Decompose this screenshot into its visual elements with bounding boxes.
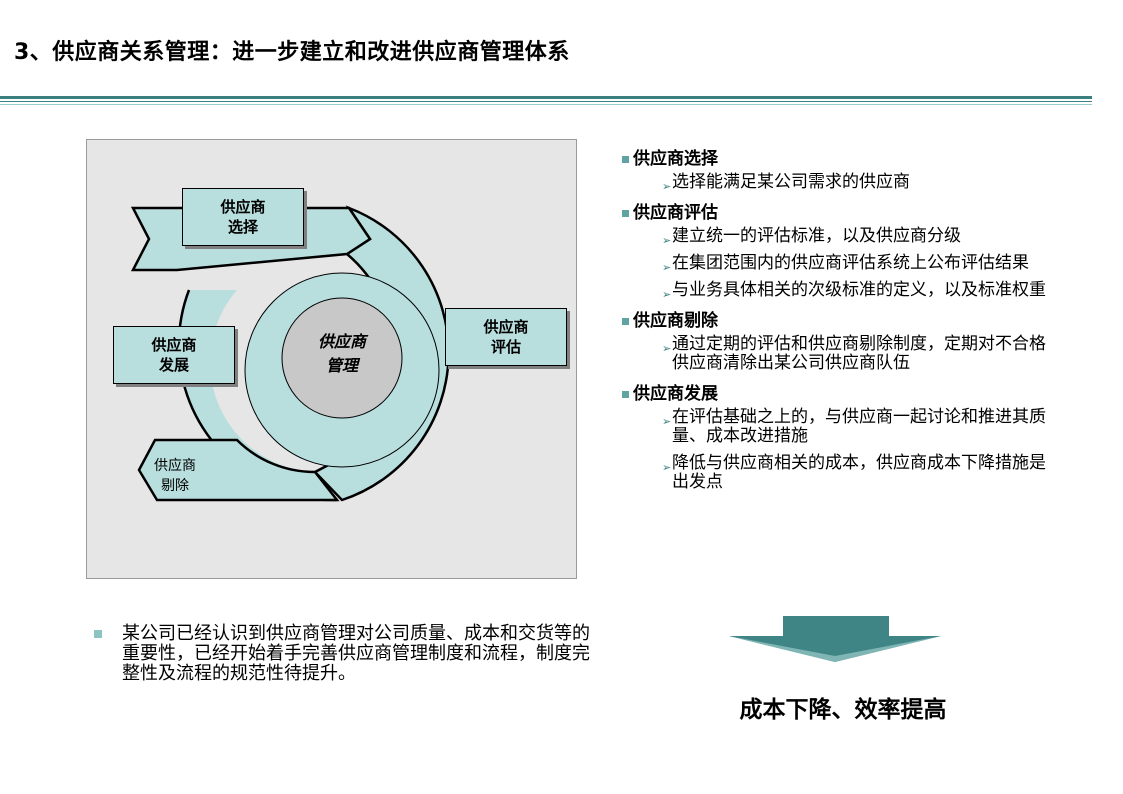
arrow-bullet-icon: ➢	[662, 261, 672, 274]
page-title: 3、供应商关系管理：进一步建立和改进供应商管理体系	[14, 40, 570, 65]
list-item: ➢选择能满足某公司需求的供应商	[662, 173, 1052, 194]
arrow-bullet-icon: ➢	[662, 180, 672, 193]
status-note: 某公司已经认识到供应商管理对公司质量、成本和交货等的重要性，已经开始着手完善供应…	[94, 624, 604, 684]
supplier-development-box: 供应商发展	[113, 326, 235, 384]
cycle-arrows	[130, 205, 450, 502]
elimination-arrow-band	[137, 438, 340, 502]
supplier-selection-box: 供应商选择	[182, 188, 304, 246]
section-heading: 供应商评估	[622, 200, 1052, 227]
center-label: 供应商 管理	[317, 332, 366, 375]
supplier-evaluation-box: 供应商评估	[445, 308, 567, 366]
section-heading: 供应商发展	[622, 381, 1052, 408]
supplier-management-list: 供应商选择 ➢选择能满足某公司需求的供应商 供应商评估 ➢建立统一的评估标准，以…	[622, 142, 1052, 500]
title-divider-thin	[0, 101, 1092, 102]
square-bullet-icon	[94, 630, 102, 638]
section-heading: 供应商选择	[622, 146, 1052, 173]
supplier-cycle-diagram: 供应商 管理 供应商选择 供应商评估 供应商发展 供应商 剔除	[86, 139, 577, 579]
title-divider-light	[0, 104, 1092, 105]
section-heading: 供应商剔除	[622, 308, 1052, 335]
center-disk	[281, 297, 403, 419]
arrow-bullet-icon: ➢	[662, 461, 672, 474]
list-item: ➢降低与供应商相关的成本，供应商成本下降措施是出发点	[662, 453, 1046, 492]
list-item: ➢与业务具体相关的次级标准的定义，以及标准权重	[662, 281, 1052, 302]
list-item: ➢在评估基础之上的，与供应商一起讨论和推进其质量、成本改进措施	[662, 407, 1046, 446]
arrow-bullet-icon: ➢	[662, 288, 672, 301]
conclusion-text: 成本下降、效率提高	[739, 697, 947, 723]
list-item: ➢通过定期的评估和供应商剔除制度，定期对不合格供应商清除出某公司供应商队伍	[662, 334, 1046, 373]
list-item: ➢建立统一的评估标准，以及供应商分级	[662, 227, 1052, 248]
supplier-elimination-label: 供应商 剔除	[154, 458, 196, 494]
arrow-bullet-icon: ➢	[662, 234, 672, 247]
down-arrow-icon	[729, 616, 941, 662]
arrow-bullet-icon: ➢	[662, 415, 672, 428]
list-item: ➢在集团范围内的供应商评估系统上公布评估结果	[662, 254, 1052, 275]
arrow-bullet-icon: ➢	[662, 342, 672, 355]
title-divider	[0, 96, 1092, 99]
